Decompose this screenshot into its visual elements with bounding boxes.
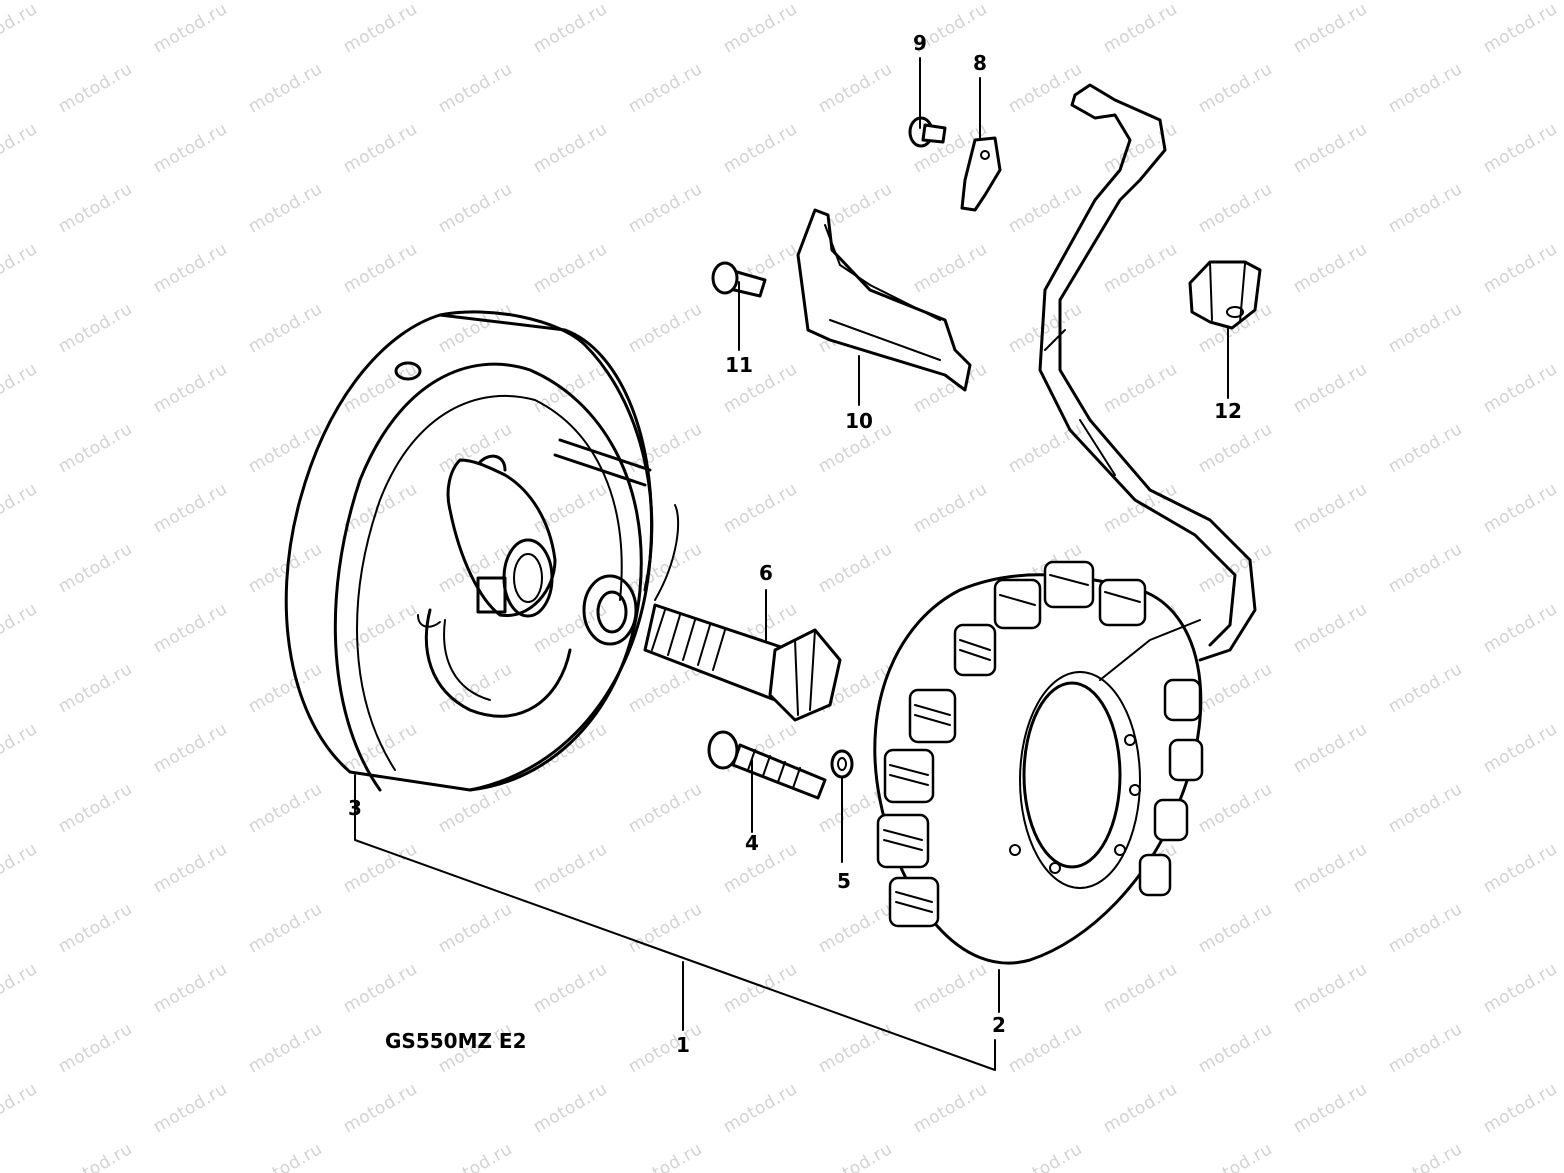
screw-part-4: [707, 730, 827, 800]
callout-6: 6: [759, 561, 773, 585]
callout-5: 5: [837, 869, 851, 893]
callout-11: 11: [725, 353, 753, 377]
callout-4: 4: [745, 831, 759, 855]
callout-3: 3: [348, 796, 362, 820]
callout-10: 10: [845, 409, 873, 433]
callout-8: 8: [973, 51, 987, 75]
rotor-flywheel: [284, 310, 654, 792]
callout-2: 2: [992, 1013, 1006, 1037]
model-code-label: GS550MZ E2: [385, 1029, 527, 1053]
callout-9: 9: [913, 31, 927, 55]
bolt-part-6: [643, 603, 842, 722]
leader-lines: [354, 57, 1229, 1071]
screw-part-9: [908, 116, 947, 148]
washer-part-7: [582, 504, 680, 646]
stator-part-2: [873, 83, 1257, 965]
callout-12: 12: [1214, 399, 1242, 423]
callout-1: 1: [676, 1033, 690, 1057]
callout-labels: 1 2 3 4 5 6 8 9 10 11 12: [348, 31, 1242, 1057]
clamp-part-8: [960, 136, 1002, 212]
grommet-part-12: [1188, 260, 1262, 330]
clamp-plate-part-10: [796, 208, 972, 392]
washer-part-5: [830, 749, 854, 779]
screw-part-11: [711, 261, 767, 298]
